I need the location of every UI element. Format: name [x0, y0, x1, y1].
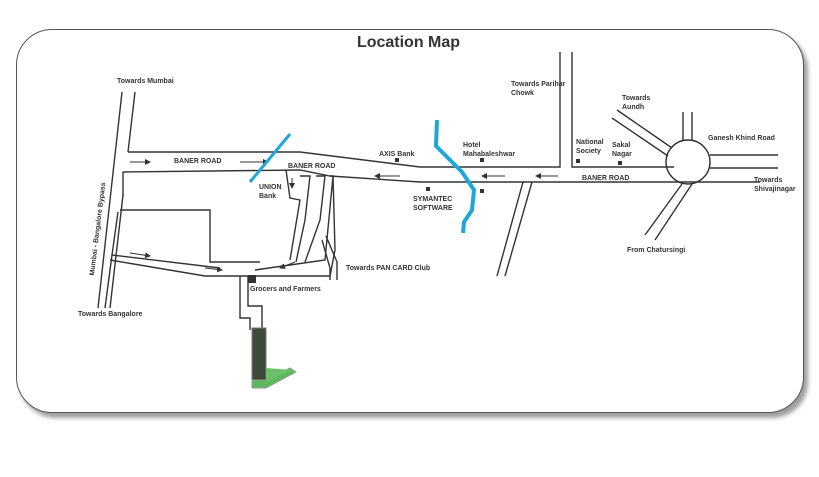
label-axis-bank: AXIS Bank: [379, 151, 415, 158]
label-towards-bangalore: Towards Bangalore: [78, 311, 143, 318]
union-line-2: Bank: [259, 193, 277, 200]
parihar-line-1: Towards Parihar: [511, 81, 566, 88]
label-ganesh-khind-road: Ganesh Khind Road: [708, 135, 775, 142]
sakal-line-2: Nagar: [612, 151, 632, 158]
label-from-chaturshingi: From Chatursingi: [627, 247, 686, 254]
label-grocers-farmers: Grocers and Farmers: [250, 286, 321, 293]
national-line-2: Society: [576, 148, 601, 155]
map-card: [16, 29, 804, 413]
shivaji-line-2: Shivajinagar: [754, 186, 796, 193]
label-pan-card-club: Towards PAN CARD Club: [346, 265, 431, 272]
parihar-line-2: Chowk: [511, 90, 534, 97]
project-site-icon: [251, 327, 297, 389]
sakal-line-1: Sakal: [612, 142, 631, 149]
shivaji-line-1: Towards: [754, 177, 783, 184]
aundh-line-1: Towards: [622, 95, 651, 102]
label-union-bank: UNION Bank: [259, 183, 282, 201]
roads: [97, 52, 778, 330]
landmark-markers: [248, 158, 622, 283]
label-symantec: SYMANTEC SOFTWARE: [413, 195, 453, 213]
national-line-1: National: [576, 139, 604, 146]
symantec-line-2: SOFTWARE: [413, 205, 453, 212]
label-baner-road-right: BANER ROAD: [582, 175, 630, 182]
label-towards-mumbai: Towards Mumbai: [117, 78, 174, 85]
aundh-line-2: Aundh: [622, 104, 645, 111]
river-icon: [433, 119, 477, 234]
label-baner-road-mid: BANER ROAD: [288, 163, 336, 170]
hotel-line-1: Hotel: [463, 142, 481, 149]
canal-line: [248, 133, 292, 183]
union-line-1: UNION: [259, 184, 282, 191]
map-title: Location Map: [0, 34, 819, 52]
hotel-line-2: Mahabaleshwar: [463, 151, 516, 158]
map-title-text: Location Map: [356, 34, 461, 51]
symantec-line-1: SYMANTEC: [413, 196, 453, 203]
direction-arrows: [129, 159, 558, 273]
label-baner-road-left: BANER ROAD: [174, 158, 222, 165]
